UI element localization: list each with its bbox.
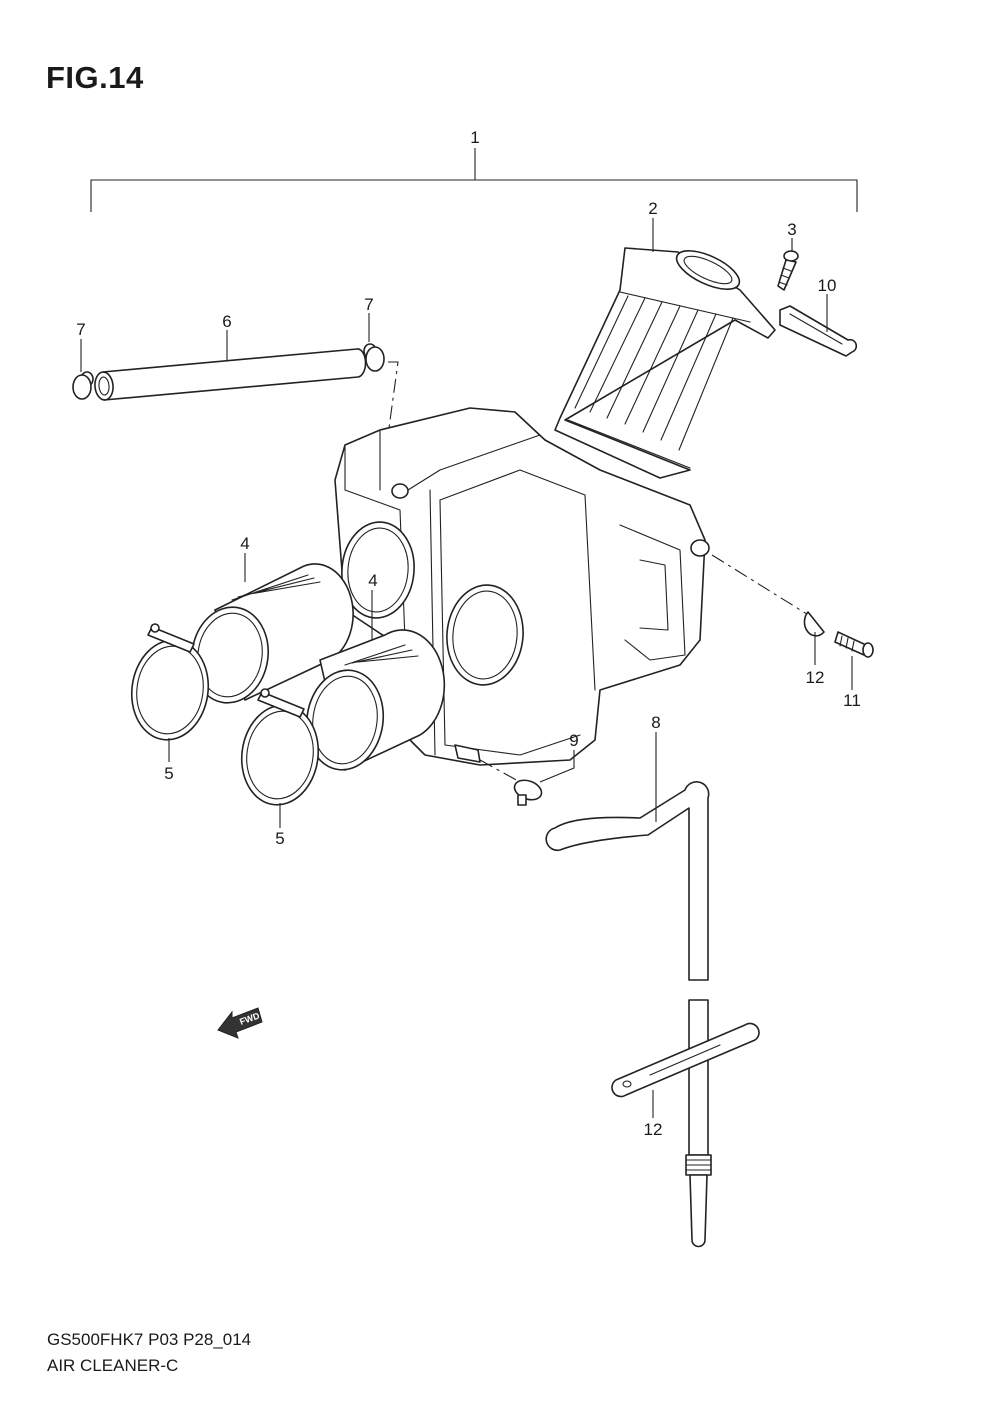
callout-2: 2 [648,199,657,218]
part-9-hose-clip [513,779,543,806]
callout-5-upper: 5 [164,764,173,783]
part-11-bolt [834,631,874,658]
callout-11: 11 [843,691,861,710]
callout-12-lower: 12 [644,1120,663,1139]
callout-1: 1 [470,128,479,147]
model-code: GS500FHK7 P03 P28_014 [47,1330,252,1349]
part-12-washer [803,611,825,637]
callout-8: 8 [651,713,660,732]
callout-labels: 1 2 3 10 7 6 7 4 4 5 5 9 8 12 11 12 [76,128,861,1139]
callout-3: 3 [787,220,796,239]
leader-lines [80,218,853,1118]
part-10-clamp-plate [779,305,858,357]
part-3-screw [777,250,799,291]
callout-6: 6 [222,312,231,331]
assembly-bracket [90,148,858,212]
callout-7-left: 7 [76,320,85,339]
part-6-tube [94,348,367,401]
part-7-ring-right [363,343,385,372]
callout-10: 10 [818,276,837,295]
fwd-direction-arrow: FWD [217,1007,263,1039]
part-5-clamp-lower [240,688,320,806]
callout-4-upper: 4 [240,534,249,553]
callout-12-upper: 12 [806,668,825,687]
part-2-filter-element [554,247,776,479]
callout-9: 9 [569,731,578,750]
figure-name: AIR CLEANER-C [47,1356,179,1375]
part-4-intake-pipe-lower [305,629,446,771]
callout-7-right: 7 [364,295,373,314]
lower-drain-tube [685,999,712,1248]
part-4-intake-pipe-upper [190,563,354,704]
part-5-clamp-upper [130,623,210,741]
part-8-drain-hose [545,781,710,981]
part-7-ring-left [72,371,94,400]
part-12-bracket [611,1022,760,1098]
figure-title: FIG.14 [46,60,144,95]
callout-4-lower: 4 [368,571,377,590]
callout-5-lower: 5 [275,829,284,848]
